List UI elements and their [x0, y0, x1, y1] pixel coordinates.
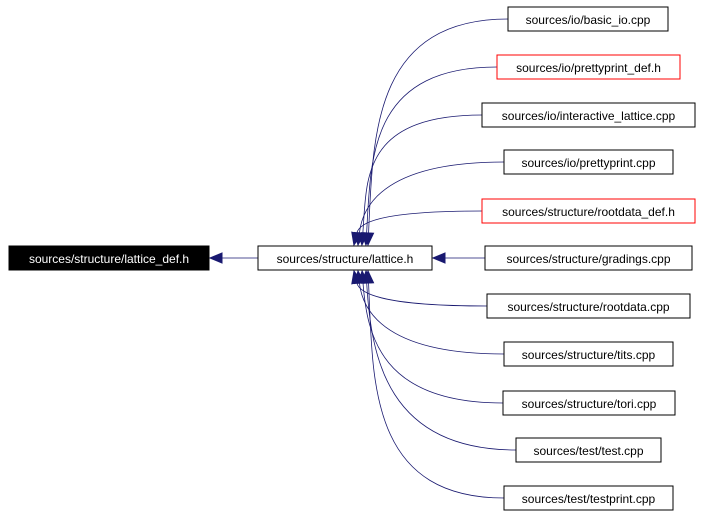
includer-node[interactable]: sources/io/basic_io.cpp — [507, 6, 669, 32]
edge-line — [368, 282, 505, 499]
includer-node-label: sources/io/prettyprint.cpp — [521, 156, 655, 170]
includer-node-box — [503, 341, 674, 367]
includer-node[interactable]: sources/test/test.cpp — [515, 437, 662, 463]
includer-node[interactable]: sources/structure/rootdata.cpp — [486, 293, 691, 319]
edge-arrow-head — [431, 252, 446, 264]
includer-node-label: sources/structure/tori.cpp — [522, 397, 657, 411]
edge-arrow-head — [362, 269, 375, 284]
includer-node-label: sources/io/basic_io.cpp — [526, 13, 651, 27]
root-node-box — [8, 245, 210, 271]
edge-line — [356, 282, 488, 307]
includer-node-box — [502, 390, 676, 416]
hub-node[interactable]: sources/structure/lattice.h — [257, 245, 433, 271]
root-node[interactable]: sources/structure/lattice_def.h — [8, 245, 210, 271]
includer-node-label: sources/structure/tits.cpp — [522, 348, 656, 362]
includer-node[interactable]: sources/io/prettyprint_def.h — [496, 54, 681, 80]
edge-line — [362, 282, 504, 404]
edge-line — [366, 282, 517, 451]
includer-node[interactable]: sources/io/prettyprint.cpp — [503, 149, 674, 175]
includer-node-box — [481, 198, 696, 224]
includer-node-box — [481, 102, 696, 128]
includer-node-label: sources/structure/gradings.cpp — [506, 252, 670, 266]
includer-node-box — [507, 6, 669, 32]
edge-includer-to-hub — [351, 269, 488, 307]
root-node-label: sources/structure/lattice_def.h — [29, 252, 189, 266]
includer-node[interactable]: sources/structure/tits.cpp — [503, 341, 674, 367]
includer-node[interactable]: sources/structure/rootdata_def.h — [481, 198, 696, 224]
includer-node[interactable]: sources/test/testprint.cpp — [503, 485, 674, 511]
edge-line — [358, 282, 505, 355]
hub-node-box — [257, 245, 433, 271]
edge-hub-to-root — [208, 252, 258, 264]
includer-node-label: sources/test/testprint.cpp — [522, 492, 656, 506]
includer-node-box — [496, 54, 681, 80]
hub-node-label: sources/structure/lattice.h — [277, 252, 414, 266]
includer-node-label: sources/structure/rootdata_def.h — [502, 205, 675, 219]
includer-node-label: sources/structure/rootdata.cpp — [507, 300, 669, 314]
includer-node-box — [503, 149, 674, 175]
graph-edges — [208, 18, 517, 499]
includer-node-label: sources/io/prettyprint_def.h — [516, 61, 661, 75]
edge-includer-to-hub — [351, 210, 483, 247]
includer-node[interactable]: sources/structure/gradings.cpp — [484, 245, 693, 271]
edge-line — [356, 210, 483, 234]
includer-node[interactable]: sources/structure/tori.cpp — [502, 390, 676, 416]
edge-arrow-head — [351, 231, 363, 247]
includer-node-box — [486, 293, 691, 319]
edge-line — [368, 18, 509, 234]
edge-includer-to-hub — [362, 269, 505, 499]
includer-node-box — [503, 485, 674, 511]
edge-includer-to-hub — [431, 252, 485, 264]
edge-line — [362, 114, 483, 234]
includer-node-box — [515, 437, 662, 463]
includer-nodes: sources/io/basic_io.cpp sources/io/pretty… — [481, 6, 696, 511]
includer-node-box — [484, 245, 693, 271]
includer-node-label: sources/io/interactive_lattice.cpp — [502, 109, 676, 123]
edge-line — [358, 161, 505, 234]
edge-includer-to-hub — [353, 269, 505, 355]
edge-includer-to-hub — [357, 269, 504, 404]
edge-arrow-head — [208, 252, 223, 264]
includer-node-label: sources/test/test.cpp — [533, 444, 643, 458]
edge-line — [366, 66, 498, 234]
includer-node[interactable]: sources/io/interactive_lattice.cpp — [481, 102, 696, 128]
